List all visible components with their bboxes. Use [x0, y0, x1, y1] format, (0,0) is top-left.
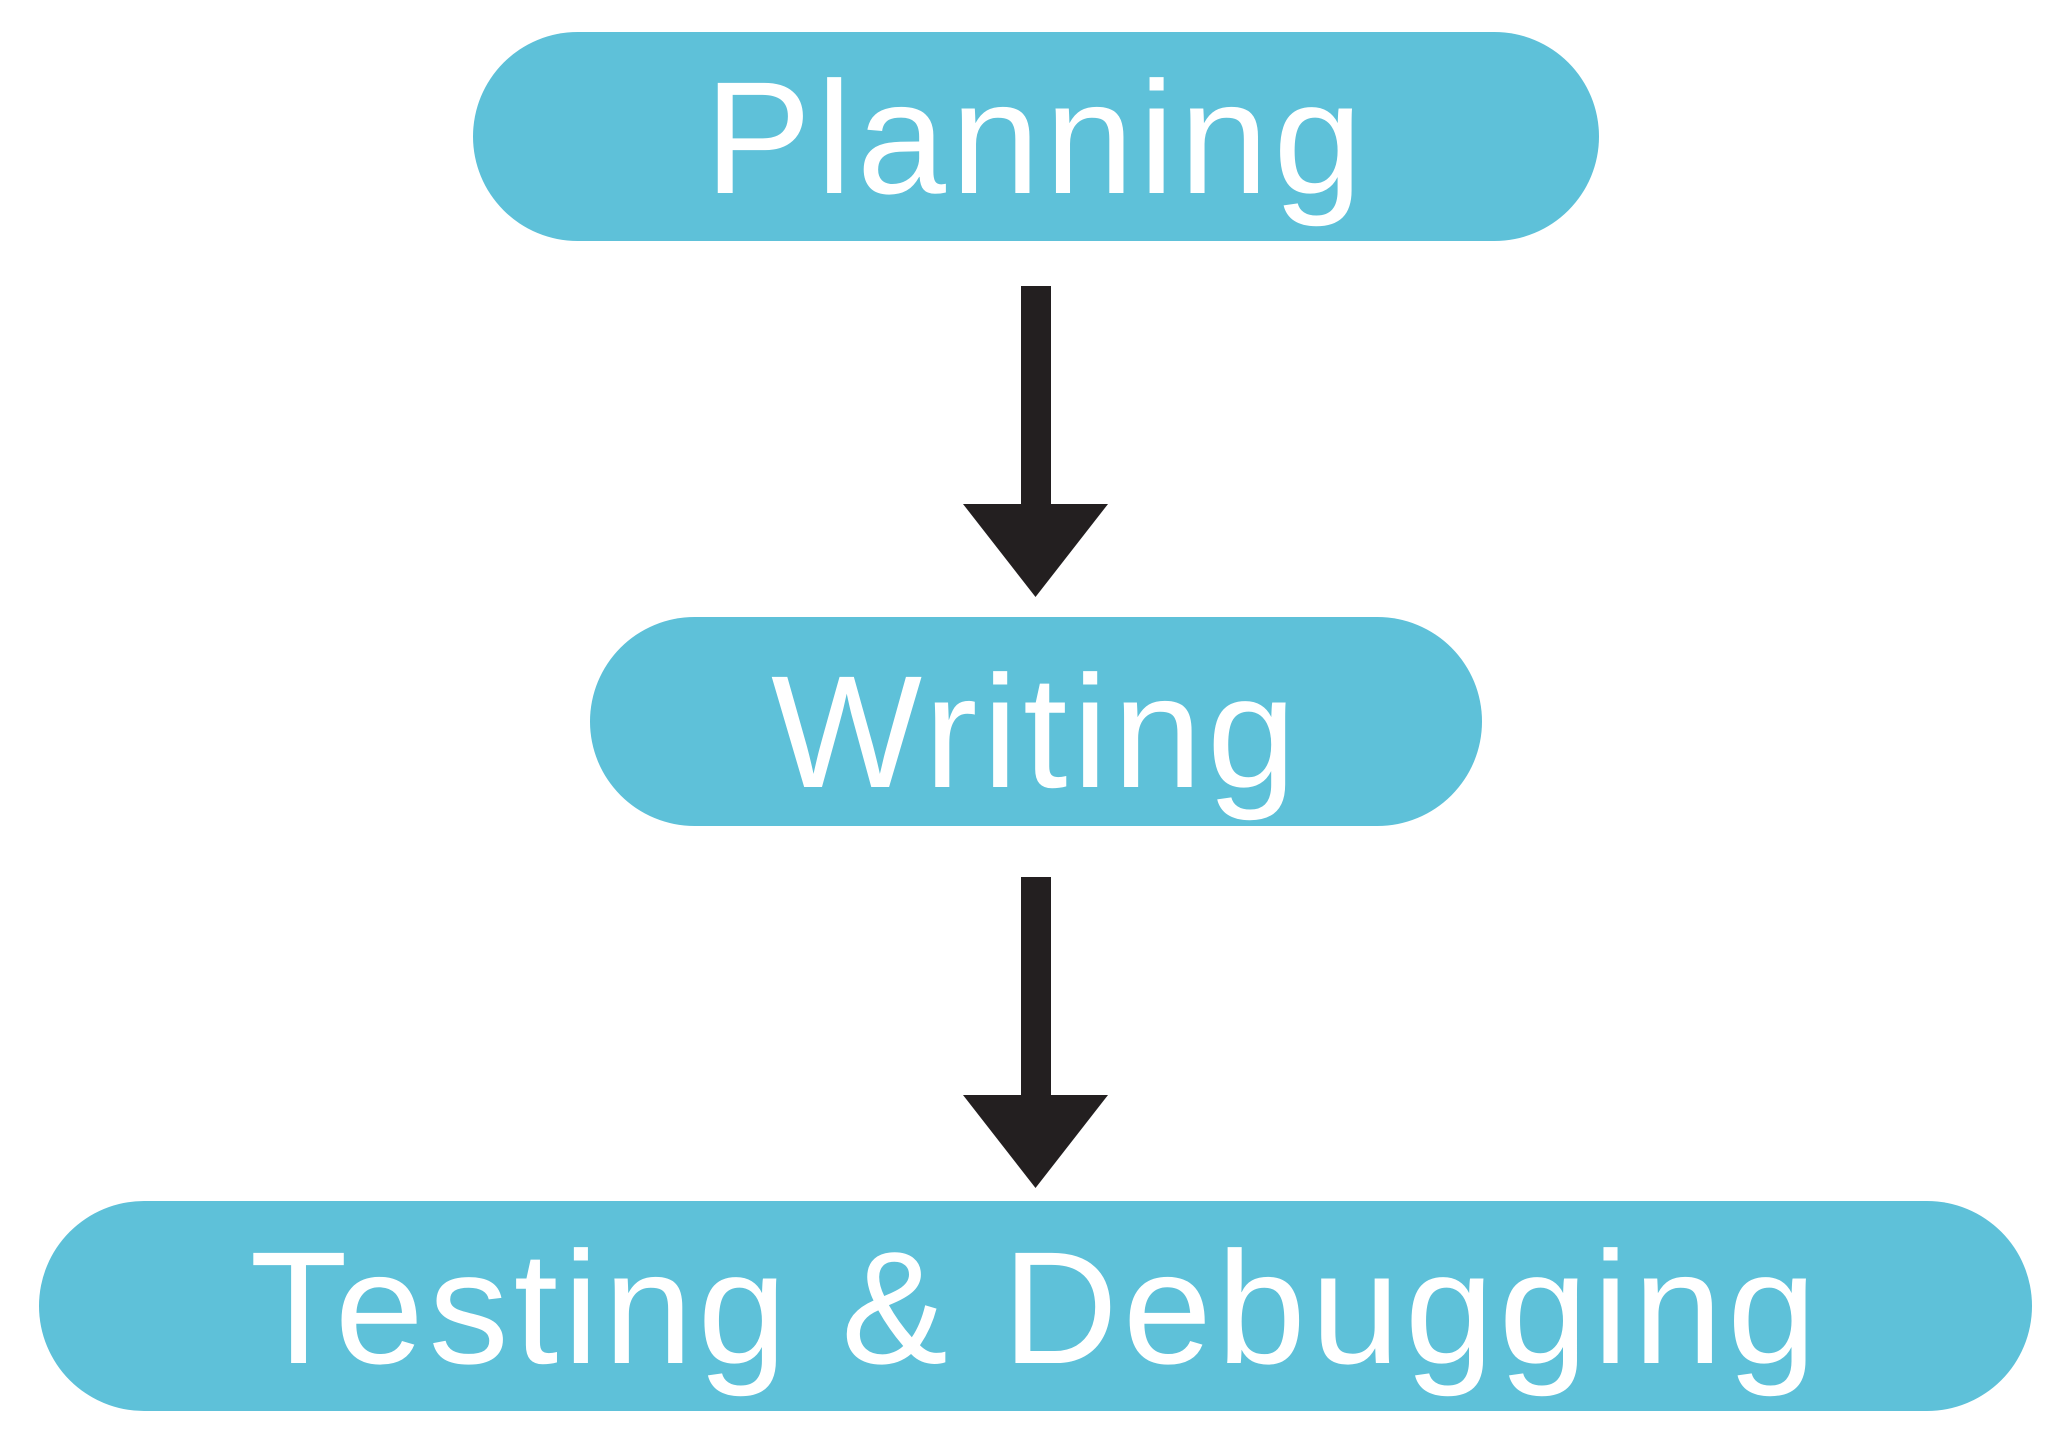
step-planning-node: Planning	[473, 32, 1599, 241]
step-testing-debugging-node: Testing & Debugging	[39, 1201, 2032, 1411]
step-planning-label: Planning	[704, 48, 1368, 227]
step-testing-debugging-label: Testing & Debugging	[249, 1218, 1822, 1397]
arrow-down-icon	[963, 286, 1108, 597]
step-writing-label: Writing	[771, 642, 1301, 821]
step-writing-node: Writing	[590, 617, 1482, 826]
arrow-down-icon	[963, 877, 1108, 1188]
